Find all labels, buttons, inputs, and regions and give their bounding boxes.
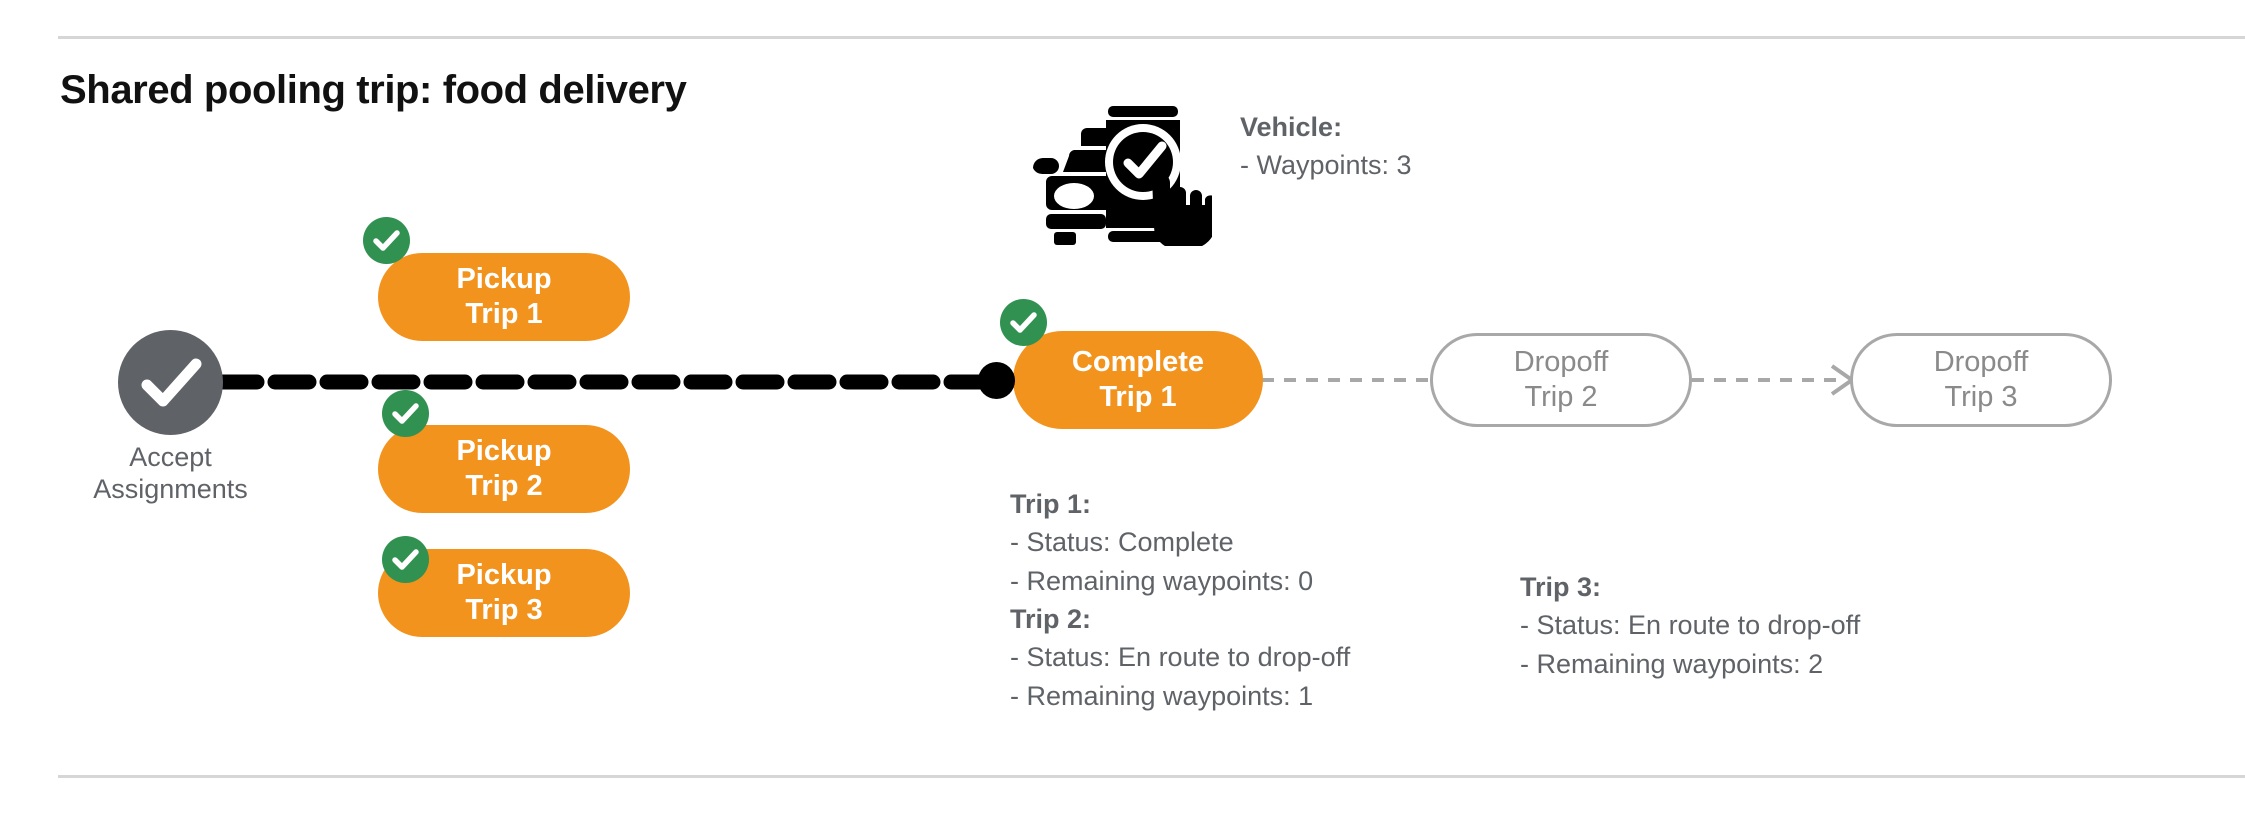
route-terminator-dot bbox=[978, 362, 1015, 399]
vehicle-caption: Vehicle: - Waypoints: 3 bbox=[1240, 108, 1412, 185]
dropoff-trip-3-line2: Trip 3 bbox=[1944, 381, 2018, 413]
dropoff-trip-3-line1: Dropoff bbox=[1933, 346, 2029, 379]
trip-3-heading: Trip 3: bbox=[1520, 572, 1602, 602]
vehicle-phone-check-icon bbox=[1030, 84, 1216, 249]
complete-trip-1-node[interactable]: Complete Trip 1 bbox=[1013, 331, 1263, 429]
trip-1-status: - Status: Complete bbox=[1010, 527, 1234, 558]
pickup-trip-1-node[interactable]: Pickup Trip 1 bbox=[378, 253, 630, 341]
pickup-trip-1-status-icon bbox=[363, 217, 410, 264]
pickup-trip-1-line2: Trip 1 bbox=[465, 298, 543, 330]
dropoff-trip-3-node[interactable]: Dropoff Trip 3 bbox=[1850, 333, 2112, 427]
complete-trip-1-line2: Trip 1 bbox=[1099, 381, 1177, 413]
dropoff-trip-2-node[interactable]: Dropoff Trip 2 bbox=[1430, 333, 1692, 427]
pickup-trip-3-line2: Trip 3 bbox=[465, 594, 543, 626]
trip-2-status: - Status: En route to drop-off bbox=[1010, 642, 1351, 673]
arrow-head-icon bbox=[1830, 364, 1856, 396]
accept-label-line1: Accept bbox=[129, 442, 212, 472]
pickup-trip-3-node[interactable]: Pickup Trip 3 bbox=[378, 549, 630, 637]
trip-3-status: - Status: En route to drop-off bbox=[1520, 610, 1861, 641]
complete-trip-1-line1: Complete bbox=[1071, 346, 1205, 379]
top-divider bbox=[58, 36, 2245, 39]
pickup-trip-3-status-icon bbox=[382, 536, 429, 583]
trip-2-waypoints: - Remaining waypoints: 1 bbox=[1010, 680, 1314, 711]
trip-details-left: Trip 1: - Status: Complete - Remaining w… bbox=[1010, 485, 1350, 715]
trip-2-heading: Trip 2: bbox=[1010, 603, 1092, 634]
pickup-trip-2-line1: Pickup bbox=[456, 435, 552, 468]
accept-assignments-node[interactable]: Accept Assignments bbox=[93, 330, 248, 504]
dropoff-trip-2-line1: Dropoff bbox=[1513, 346, 1609, 379]
accept-label-line2: Assignments bbox=[93, 473, 248, 504]
trip-3-waypoints: - Remaining waypoints: 2 bbox=[1520, 648, 1824, 679]
pickup-trip-2-status-icon bbox=[382, 390, 429, 437]
vehicle-heading: Vehicle: bbox=[1240, 112, 1343, 142]
pickup-trip-2-line2: Trip 2 bbox=[465, 470, 543, 502]
trip-1-heading: Trip 1: bbox=[1010, 489, 1092, 519]
pickup-trip-1-line1: Pickup bbox=[456, 263, 552, 296]
vehicle-waypoints: - Waypoints: 3 bbox=[1240, 150, 1412, 181]
check-circle-icon bbox=[118, 330, 223, 435]
page-title: Shared pooling trip: food delivery bbox=[60, 68, 687, 112]
pickup-trip-3-line1: Pickup bbox=[456, 559, 552, 592]
bottom-divider bbox=[58, 775, 2245, 778]
trip-details-right: Trip 3: - Status: En route to drop-off -… bbox=[1520, 568, 1860, 683]
complete-trip-1-status-icon bbox=[1000, 299, 1047, 346]
trip-1-waypoints: - Remaining waypoints: 0 bbox=[1010, 565, 1314, 596]
dropoff-trip-2-line2: Trip 2 bbox=[1524, 381, 1598, 413]
pickup-trip-2-node[interactable]: Pickup Trip 2 bbox=[378, 425, 630, 513]
accept-assignments-label: Accept Assignments bbox=[78, 442, 263, 506]
